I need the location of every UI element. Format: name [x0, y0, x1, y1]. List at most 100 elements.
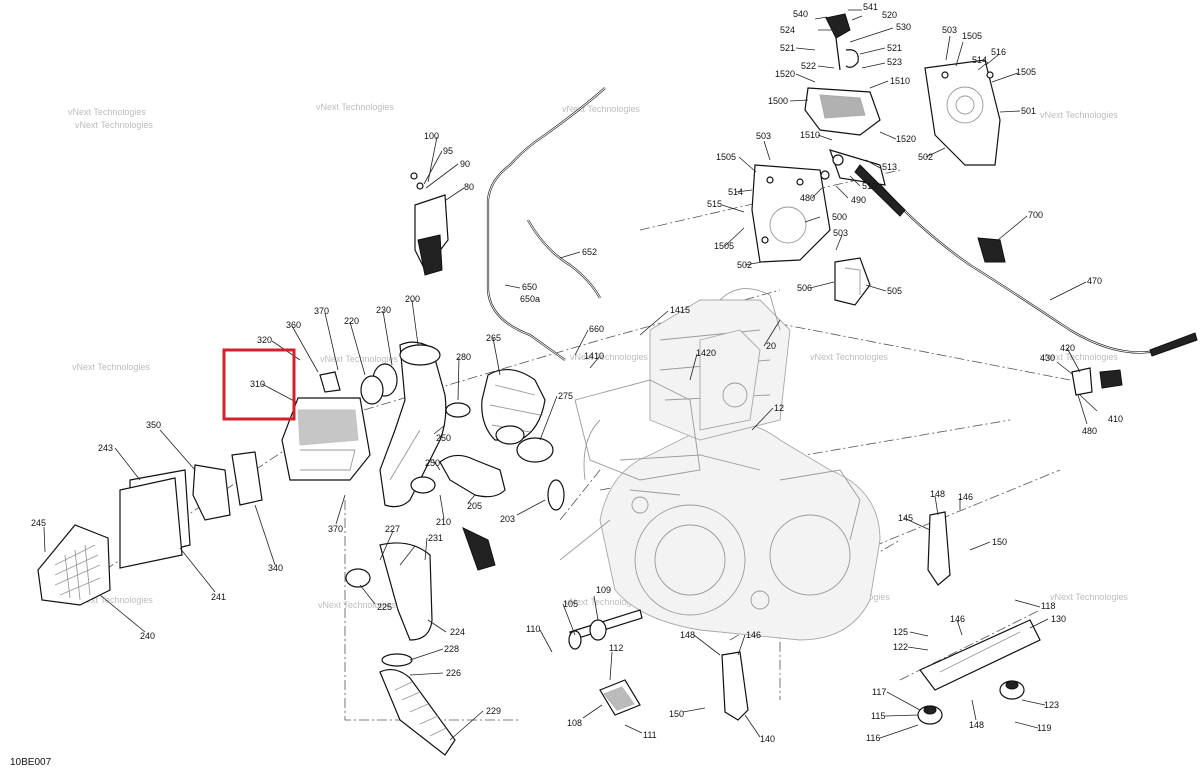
bracket-108	[599, 679, 641, 716]
callout: 146	[746, 630, 761, 640]
callout: 90	[460, 159, 470, 169]
watermark-8: vNext Technologies	[810, 352, 888, 362]
callout: 370	[314, 306, 329, 316]
callout: 1415	[670, 305, 690, 315]
callout: 231	[428, 533, 443, 543]
callout: 501	[1021, 106, 1036, 116]
callout: 320	[257, 335, 272, 345]
watermark-2: vNext Technologies	[316, 102, 394, 112]
bracket-140	[721, 651, 749, 721]
callout: 513	[882, 162, 897, 172]
callout: 105	[563, 599, 578, 609]
callout: 521	[887, 43, 902, 53]
callout: 310	[250, 379, 265, 389]
callout: 430	[1040, 353, 1055, 363]
callout: 112	[609, 643, 623, 653]
callout: 514	[972, 55, 987, 65]
callout: 205	[467, 501, 482, 511]
callout: 280	[456, 352, 471, 362]
callout: 241	[211, 592, 226, 602]
callout: 148	[680, 630, 695, 640]
frame-241	[119, 469, 191, 569]
callout: 1520	[896, 134, 916, 144]
callout: 650a	[520, 294, 540, 304]
callout: 480	[1082, 426, 1097, 436]
callout: 265	[486, 333, 501, 343]
shifter-assembly	[804, 13, 906, 217]
callout: 1500	[768, 96, 788, 106]
shift-cable-470	[879, 184, 1198, 357]
callout: 521	[780, 43, 795, 53]
bracket-700	[977, 237, 1006, 263]
callout: 1510	[890, 76, 910, 86]
callout: 502	[737, 260, 752, 270]
callout: 515	[707, 199, 722, 209]
watermark-12: vNext Technologies	[565, 597, 643, 607]
callout: 503	[942, 25, 957, 35]
callout: 100	[424, 131, 439, 141]
callout: 660	[589, 324, 604, 334]
callout: 250	[436, 433, 451, 443]
callout: 110	[526, 624, 540, 634]
air-inlet-80	[410, 172, 449, 276]
callout: 227	[385, 524, 400, 534]
callout: 210	[436, 517, 451, 527]
callout: 506	[797, 283, 812, 293]
callout: 410	[1108, 414, 1123, 424]
assembly-guide-lines	[59, 169, 1071, 721]
callout: 652	[582, 247, 597, 257]
callout: 243	[98, 443, 113, 453]
bracket-231	[462, 527, 496, 571]
callout: 250	[425, 458, 440, 468]
callout: 500	[832, 212, 847, 222]
watermark-5: vNext Technologies	[72, 362, 150, 372]
callout: 119	[1037, 723, 1051, 733]
callout: 370	[328, 524, 343, 534]
watermark-4: vNext Technologies	[1040, 110, 1118, 120]
callout: 1505	[962, 31, 982, 41]
callout: 115	[871, 711, 885, 721]
throttle-cable	[486, 87, 606, 361]
callout: 340	[268, 563, 283, 573]
leader-lines	[43, 9, 1098, 741]
callout: 12	[774, 403, 784, 413]
callout: 275	[558, 391, 573, 401]
clamp-230	[360, 363, 398, 405]
callout: 540	[793, 9, 808, 19]
callout: 108	[567, 718, 582, 728]
callout: 1410	[584, 351, 604, 361]
callout: 123	[1044, 700, 1059, 710]
diagram-code: 10BE007	[10, 757, 52, 768]
cover-505	[834, 257, 871, 306]
callout: 1520	[775, 69, 795, 79]
callout: 20	[766, 341, 776, 351]
callout: 111	[643, 730, 657, 740]
callout: 522	[801, 61, 816, 71]
callout: 503	[833, 228, 848, 238]
callout: 360	[286, 320, 301, 330]
callout-labels: 540 541 524 520 530 521 521 523 522 1520…	[31, 2, 1123, 744]
callout: 510	[862, 181, 877, 191]
callout: 524	[780, 25, 795, 35]
watermark-3: vNext Technologies	[562, 104, 640, 114]
callout: 530	[896, 22, 911, 32]
callout: 228	[444, 644, 459, 654]
callout: 350	[146, 420, 161, 430]
watermark-6: vNext Technologies	[320, 354, 398, 364]
resonator-370-bracket	[319, 371, 341, 393]
crossmember-130	[919, 619, 1041, 691]
callout: 480	[800, 193, 815, 203]
callout: 1505	[716, 152, 736, 162]
callout: 203	[500, 514, 515, 524]
callout: 117	[872, 687, 886, 697]
clamp-275	[516, 437, 554, 463]
callout: 502	[918, 152, 933, 162]
shaft-105	[568, 609, 643, 650]
callout: 125	[893, 627, 908, 637]
callout: 470	[1087, 276, 1102, 286]
callout: 148	[930, 489, 945, 499]
callout: 541	[863, 2, 878, 12]
engine-ghost	[559, 288, 881, 641]
callout: 122	[893, 642, 908, 652]
mount-115	[917, 705, 943, 725]
